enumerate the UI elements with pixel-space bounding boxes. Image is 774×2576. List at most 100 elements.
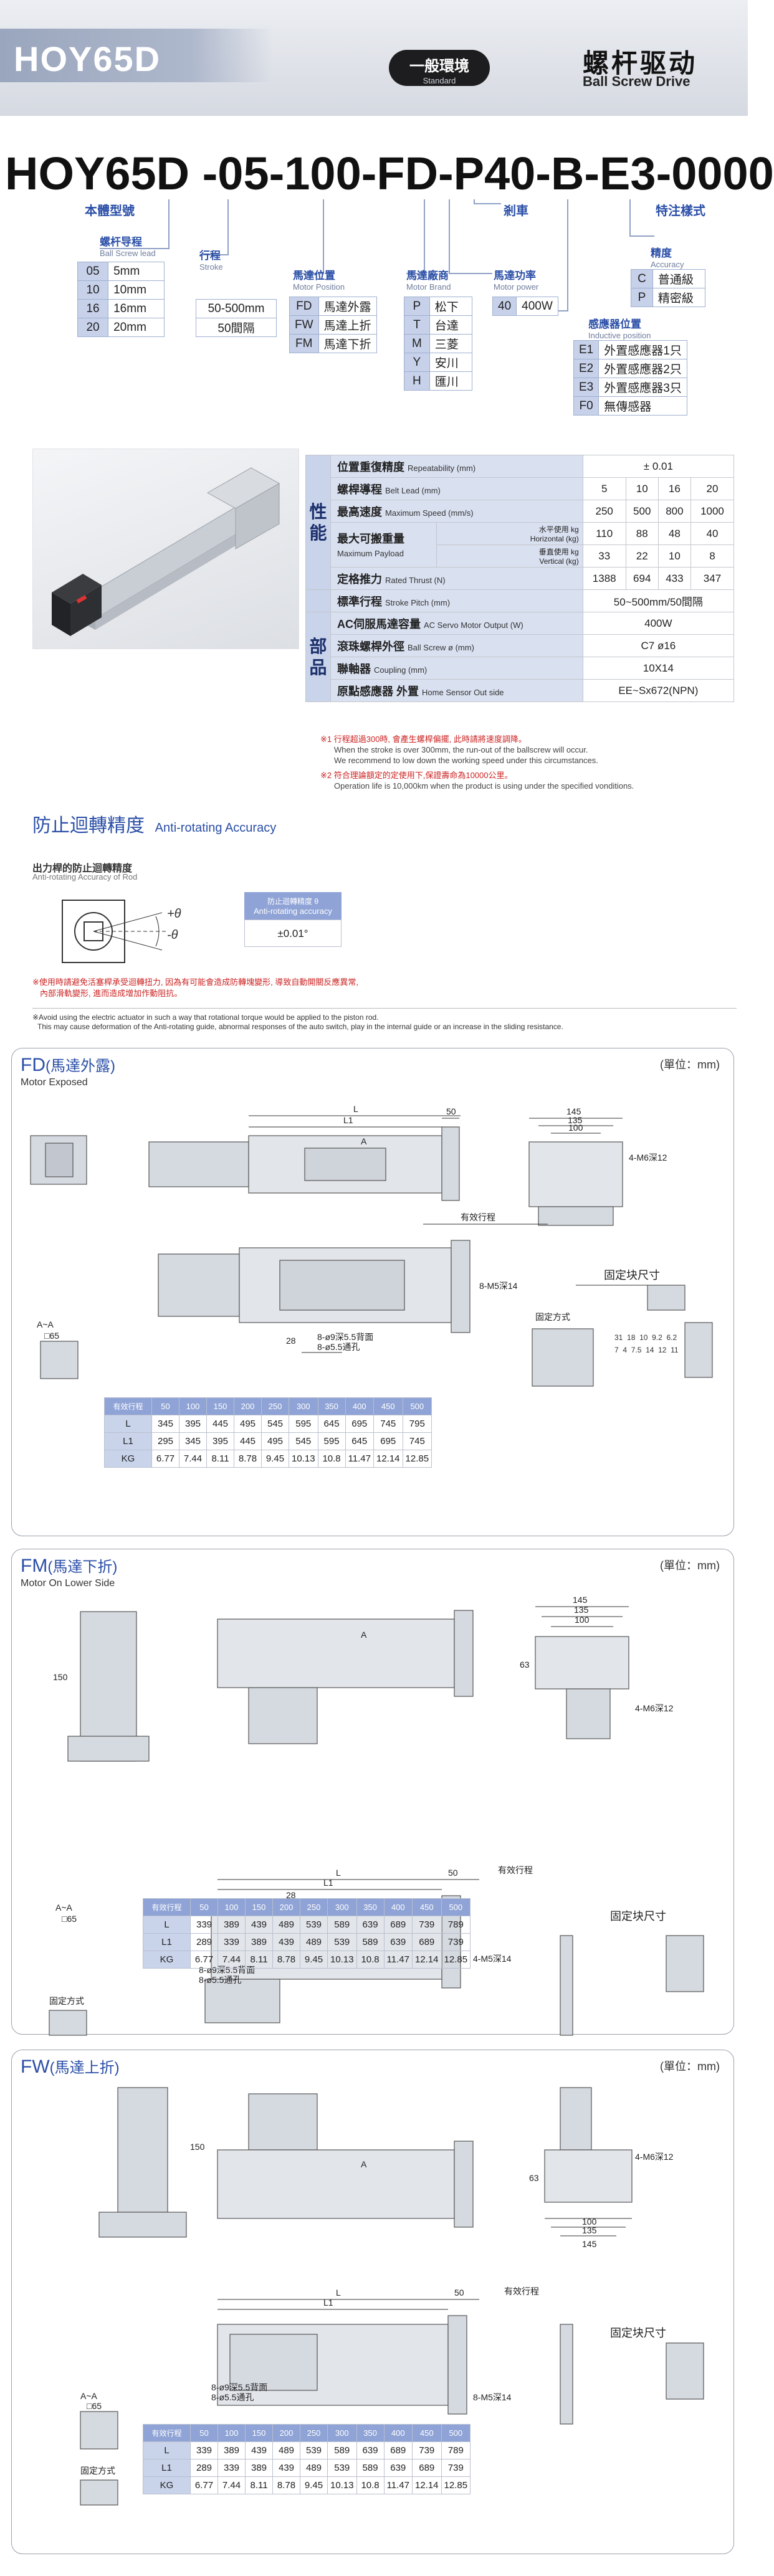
leader-line	[199, 254, 228, 255]
dim-145: 145	[582, 2239, 597, 2249]
spec-en: Rated Thrust (N)	[385, 575, 446, 585]
leader-line	[449, 273, 492, 274]
fd-drawing: L L1 50 145 135 100 4-M6深12 A 有效行程 8-M5深…	[30, 1104, 713, 1387]
spec-zh: 定格推力	[337, 573, 382, 586]
code-cell: E2	[573, 359, 600, 378]
value-cell: 289	[190, 2459, 218, 2477]
value-cell: 639	[383, 1933, 413, 1951]
value-cell: 10.8	[356, 1951, 385, 1969]
value-cell: 489	[300, 1933, 328, 1951]
header-cell: 150	[245, 1898, 273, 1916]
value-cell: 539	[327, 2459, 357, 2477]
spec-value: 110	[582, 522, 626, 545]
box-zh: 防止迴轉精度 θ	[267, 897, 318, 906]
dim-m6: 4-M6深12	[635, 2152, 674, 2162]
row-label: KG	[104, 1450, 152, 1468]
code-cell: T	[404, 315, 430, 335]
value-cell: 795	[402, 1415, 432, 1433]
environment-zh: 一般環境	[409, 58, 469, 75]
spec-name: 滾珠螺桿外徑 Ball Screw ø (mm)	[330, 634, 583, 657]
header-cell: 200	[272, 1898, 300, 1916]
row-label: L	[104, 1415, 152, 1433]
value-cell: 馬達外露	[318, 297, 377, 316]
code-cell: E1	[573, 340, 600, 359]
value-cell: 7.44	[217, 2476, 246, 2494]
dim-m6: 4-M6深12	[629, 1153, 667, 1162]
value-cell: 12.85	[441, 2476, 471, 2494]
note-zh: ※2 符合理論額定的定使用下,保證壽命為10000公里。	[320, 771, 513, 780]
code-cell: P	[631, 288, 653, 307]
value-cell: 639	[383, 2459, 413, 2477]
header-cell: 500	[441, 1898, 471, 1916]
dim-l: L	[353, 1104, 358, 1114]
value-cell: 589	[327, 1916, 357, 1934]
sensor-caption: 感應器位置 Inductive position	[588, 315, 651, 340]
fd-code: FD	[21, 1055, 45, 1075]
stroke-en: Stroke	[199, 262, 223, 272]
spec-en: AC Servo Motor Output (W)	[424, 620, 523, 630]
header-cell: 250	[261, 1397, 289, 1415]
fm-code: FM	[21, 1556, 48, 1576]
value-cell: 345	[151, 1415, 179, 1433]
spec-value: 10	[657, 544, 691, 568]
dim-l1: L1	[323, 1878, 333, 1888]
dim-label: 31	[614, 1333, 623, 1342]
table-row: 50-500mm	[196, 299, 277, 318]
value-cell: 8.11	[245, 1951, 273, 1969]
header-cell: 有效行程	[104, 1397, 152, 1415]
dim-l: L	[336, 1868, 341, 1878]
value-cell: 50-500mm	[196, 299, 277, 318]
value-cell: 289	[190, 1933, 218, 1951]
spec-value: EE~Sx672(NPN)	[582, 679, 735, 702]
fm-subtitle: Motor On Lower Side	[21, 1578, 115, 1589]
spec-value: 50~500mm/50間隔	[582, 589, 735, 612]
fix-method: 固定方式	[49, 1996, 84, 2006]
spec-value: 500	[625, 500, 659, 523]
spec-value: 433	[657, 567, 691, 590]
fw-panel: FW(馬達上折) (單位：mm) L L1	[11, 2050, 734, 2554]
spec-zh: 標準行程	[337, 595, 382, 608]
dim-50: 50	[446, 1106, 456, 1116]
value-cell: 739	[411, 1916, 442, 1934]
value-cell: 395	[206, 1432, 234, 1450]
code-cell: E3	[573, 378, 600, 397]
value-cell: 439	[245, 1916, 273, 1934]
value-cell: 645	[345, 1432, 374, 1450]
header-cell: 200	[234, 1397, 262, 1415]
motor-brand-zh: 馬達廠商	[406, 270, 449, 282]
fd-panel: FD(馬達外露) Motor Exposed (單位：mm)	[11, 1048, 734, 1536]
accuracy-en: Accuracy	[651, 260, 684, 269]
spec-value: 48	[657, 522, 691, 545]
header-cell: 50	[151, 1397, 179, 1415]
warning-en-2: This may cause deformation of the Anti-r…	[37, 1022, 563, 1031]
fm-title: FM(馬達下折)	[21, 1554, 117, 1577]
fw-code: FW	[21, 2056, 50, 2077]
fix-block-dims-fd-2: 7 4 7.5 14 12 11	[614, 1346, 679, 1354]
fix-method: 固定方式	[535, 1312, 570, 1322]
spec-value: 20	[690, 477, 735, 500]
drive-type-zh: 螺杆驱动	[583, 49, 698, 78]
spec-value: 16	[657, 477, 691, 500]
note-zh: ※1 行程超過300時, 會產生螺桿偏擺, 此時請將速度調降。	[320, 734, 527, 744]
rod-diagram	[62, 900, 168, 963]
leader-line	[629, 235, 654, 237]
spec-value: 33	[582, 544, 626, 568]
code-cell: C	[631, 269, 653, 288]
warning-zh-1: ※使用時請避免活塞桿承受迴轉扭力, 因為有可能會造成防轉塊變形, 導致自動開關反…	[32, 977, 358, 987]
dim-label: 11	[671, 1346, 679, 1354]
spec-value: 400W	[582, 612, 735, 635]
value-cell: 馬達下折	[318, 334, 377, 353]
brake-label: 剎車	[504, 204, 528, 218]
value-cell: 495	[234, 1415, 262, 1433]
code-cell: Y	[404, 353, 430, 372]
